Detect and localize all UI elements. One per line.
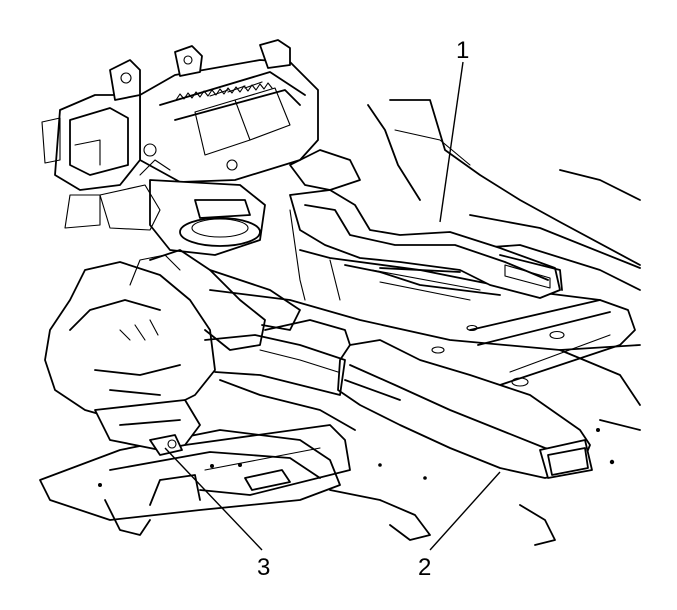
callouts: 1 2 3 bbox=[164, 37, 501, 581]
center-tunnel bbox=[204, 319, 356, 431]
leader-line-1 bbox=[439, 61, 464, 223]
hvac-module bbox=[41, 39, 361, 256]
rear-floor-duct bbox=[289, 189, 563, 301]
leader-line-3 bbox=[164, 447, 263, 551]
front-floor-duct bbox=[337, 339, 593, 479]
left-front-duct bbox=[44, 249, 301, 456]
callout-1: 1 bbox=[456, 37, 469, 64]
leader-line-2 bbox=[429, 471, 501, 551]
callout-2: 2 bbox=[418, 554, 431, 581]
callout-3: 3 bbox=[257, 554, 270, 581]
